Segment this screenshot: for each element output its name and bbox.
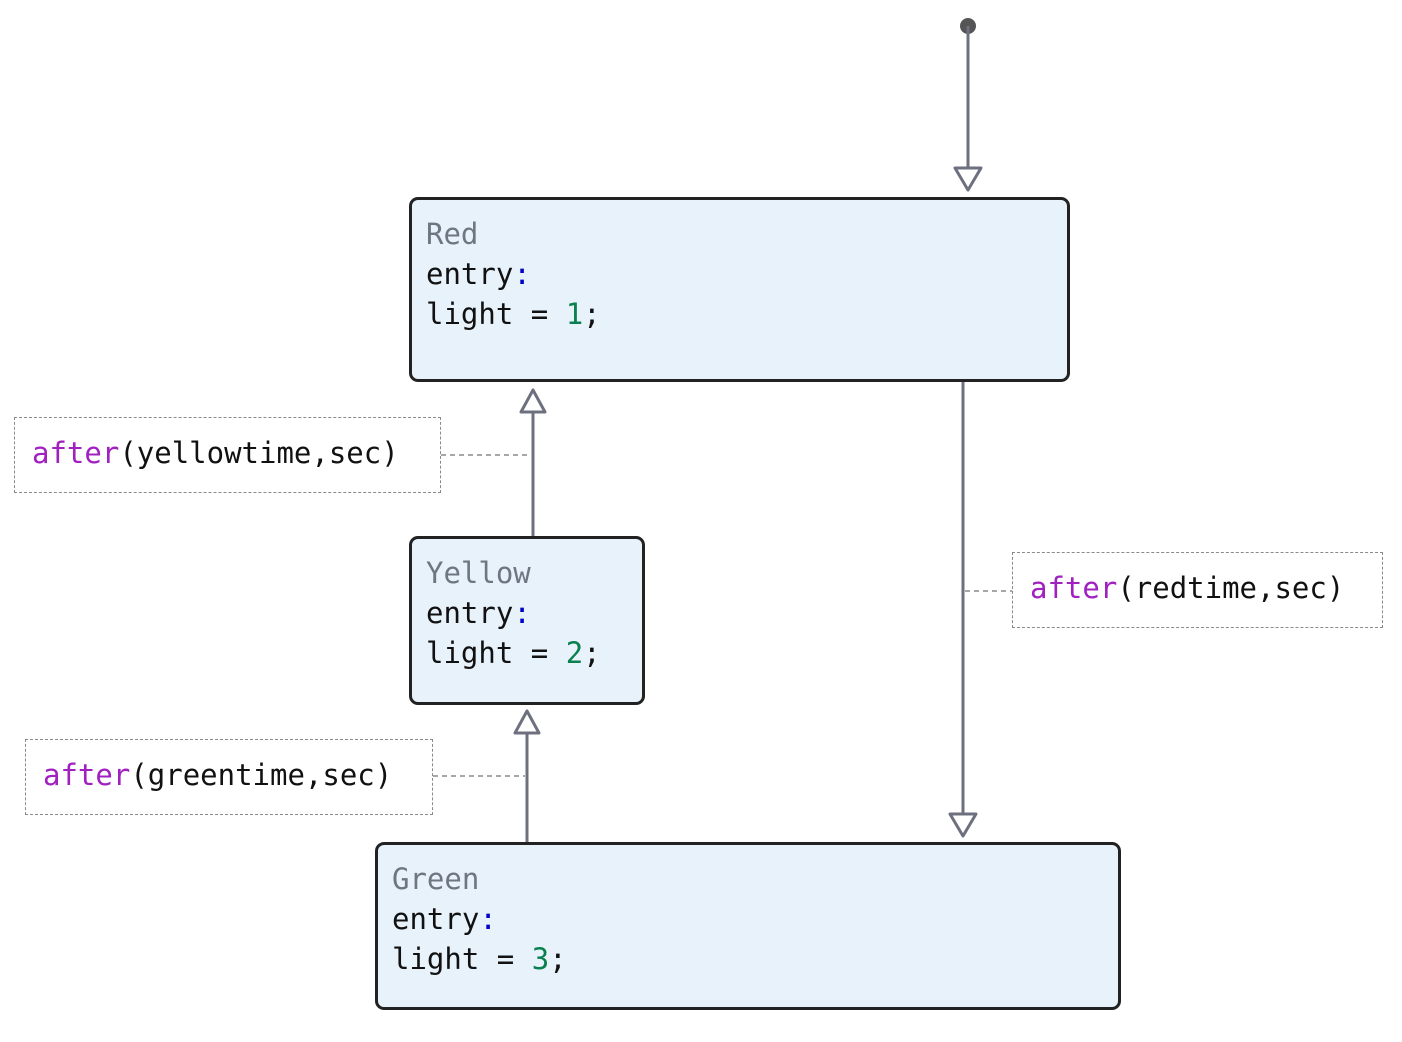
yellow-to-red-arrowhead: [519, 388, 547, 414]
state-yellow[interactable]: Yellow entry: light = 2;: [409, 536, 645, 705]
state-green[interactable]: Green entry: light = 3;: [375, 842, 1121, 1010]
transition-label-green-to-yellow[interactable]: after(greentime,sec): [25, 739, 433, 815]
after-keyword: after: [1030, 571, 1118, 605]
action-code: light =: [392, 942, 532, 976]
entry-keyword: entry: [426, 257, 514, 291]
state-green-name: Green: [392, 862, 480, 896]
entry-colon: :: [479, 902, 497, 936]
after-args: (greentime,sec): [130, 758, 393, 792]
state-yellow-name: Yellow: [426, 556, 531, 590]
after-args: (redtime,sec): [1117, 571, 1345, 605]
light-value: 3: [531, 942, 550, 976]
red-to-green-arrowhead: [948, 812, 978, 838]
light-value: 1: [565, 297, 584, 331]
after-keyword: after: [32, 436, 120, 470]
light-value: 2: [565, 636, 584, 670]
after-keyword: after: [43, 758, 131, 792]
transition-label-yellow-to-red[interactable]: after(yellowtime,sec): [14, 417, 441, 493]
state-green-action-line: light = 3;: [392, 939, 1118, 979]
entry-colon: :: [513, 257, 531, 291]
state-yellow-entry-line: entry:: [426, 593, 642, 633]
entry-keyword: entry: [392, 902, 480, 936]
semicolon: ;: [583, 636, 601, 670]
semicolon: ;: [549, 942, 567, 976]
action-code: light =: [426, 297, 566, 331]
state-yellow-action-line: light = 2;: [426, 633, 642, 673]
semicolon: ;: [583, 297, 601, 331]
state-red[interactable]: Red entry: light = 1;: [409, 197, 1070, 382]
after-args: (yellowtime,sec): [119, 436, 399, 470]
green-to-yellow-arrowhead: [513, 709, 541, 735]
action-code: light =: [426, 636, 566, 670]
state-red-entry-line: entry:: [426, 254, 1067, 294]
state-green-entry-line: entry:: [392, 899, 1118, 939]
initial-transition-arrowhead: [953, 166, 983, 192]
state-red-action-line: light = 1;: [426, 294, 1067, 334]
state-red-name: Red: [426, 217, 479, 251]
transition-label-red-to-green[interactable]: after(redtime,sec): [1012, 552, 1383, 628]
entry-keyword: entry: [426, 596, 514, 630]
entry-colon: :: [513, 596, 531, 630]
